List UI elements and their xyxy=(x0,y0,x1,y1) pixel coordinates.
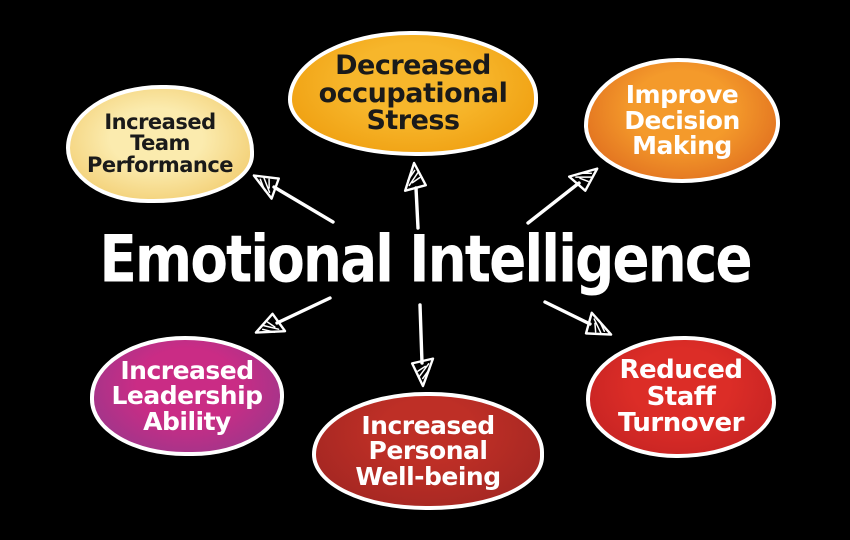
node-text-line: Improve xyxy=(625,80,739,110)
arrow-to-decision-making xyxy=(526,158,606,225)
node-text-line: Decreased xyxy=(335,50,491,82)
node-text-line: occupational xyxy=(318,77,508,109)
node-text-line: Team xyxy=(130,131,190,156)
node-text-line: Decision xyxy=(624,105,740,135)
node-text-line: Well-being xyxy=(355,461,501,491)
node-decreased-occupational-stress: Decreased occupational Stress xyxy=(288,31,538,156)
node-text-line: Turnover xyxy=(618,408,745,439)
arrow-to-personal-well-being xyxy=(410,303,436,389)
node-increased-personal-well-being: Increased Personal Well-being xyxy=(312,392,544,510)
node-text-line: Performance xyxy=(86,152,234,177)
node-text-line: Making xyxy=(632,131,732,161)
node-text-line: Stress xyxy=(366,105,460,137)
node-text-line: Personal xyxy=(368,436,488,466)
node-increased-team-performance: Increased Team Performance xyxy=(66,85,254,203)
node-text-line: Staff xyxy=(646,381,716,412)
page-title: Emotional Intelligence xyxy=(99,221,752,297)
node-reduced-staff-turnover: Reduced Staff Turnover xyxy=(586,336,776,458)
node-text-line: Increased xyxy=(120,355,254,385)
node-increased-leadership-ability: Increased Leadership Ability xyxy=(90,336,284,456)
arrow-to-occupational-stress xyxy=(401,160,428,230)
node-text-line: Increased xyxy=(361,410,495,440)
node-text-line: Leadership xyxy=(111,381,263,411)
node-improve-decision-making: Improve Decision Making xyxy=(584,58,780,183)
node-text-line: Increased xyxy=(104,109,216,134)
node-text-line: Ability xyxy=(143,406,231,436)
arrow-to-leadership-ability xyxy=(249,296,332,345)
arrow-to-team-performance xyxy=(246,165,335,224)
arrow-to-staff-turnover xyxy=(543,300,618,346)
node-text-line: Reduced xyxy=(619,355,743,386)
